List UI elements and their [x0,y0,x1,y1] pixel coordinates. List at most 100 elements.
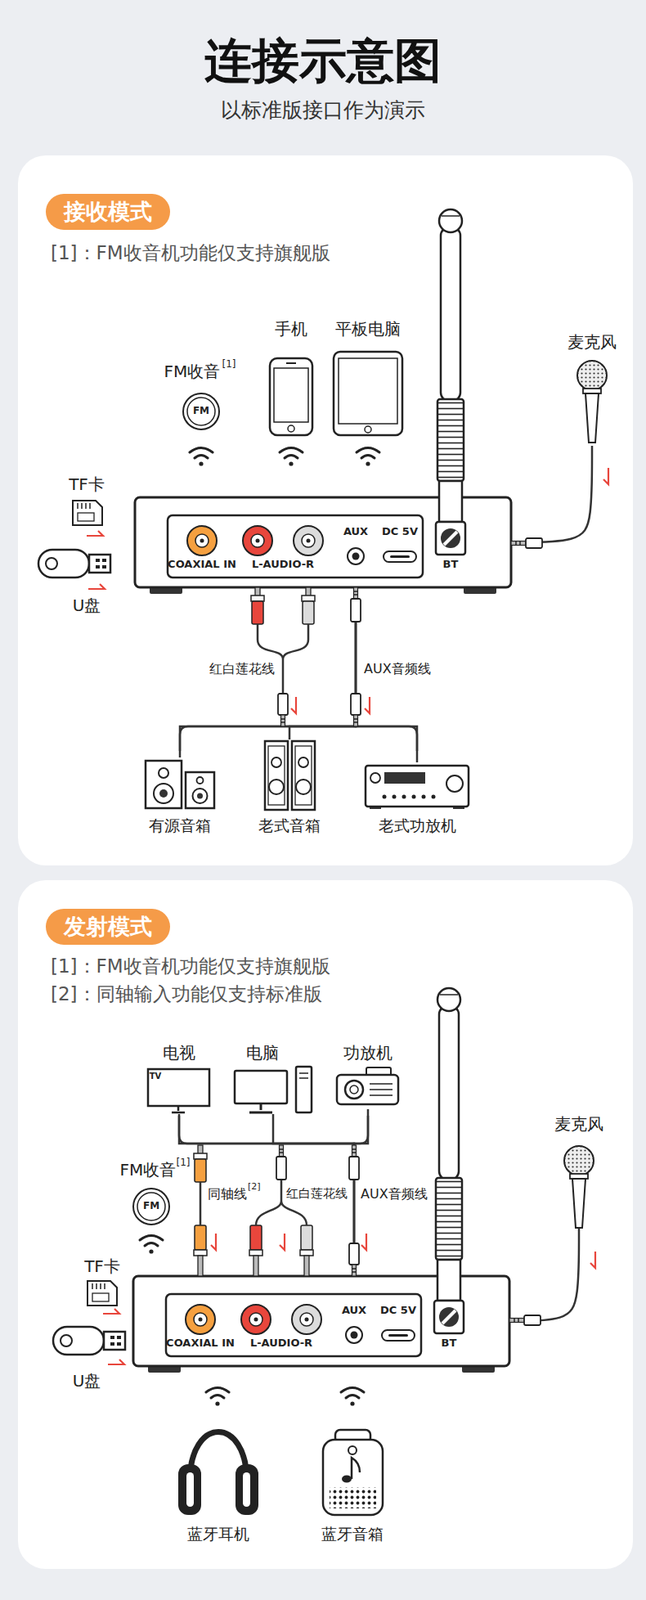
footnote: [1]：FM收音机功能仅支持旗舰版 [50,242,331,265]
tv-icon [171,1105,185,1113]
bluetooth-headphones: 蓝牙耳机 [173,1421,264,1544]
direction-arrow [291,696,297,714]
usb-drive-icon [38,549,111,578]
phone-icon [269,358,313,436]
cable-label: AUX音频线 [360,1185,428,1202]
audio-jack-plug [276,1144,287,1180]
cable-label: [2] [247,1180,261,1192]
audio-jack-plug [276,538,543,1325]
fm-radio: FM收音[1]FM [162,359,241,434]
phone-icon [273,367,309,422]
cable-wire [200,623,309,1225]
footnote: [1]：FM收音机功能仅支持旗舰版 [50,955,331,978]
port-label: BT [441,1336,458,1350]
amplifier-icon [402,794,407,799]
amplifier-icon [384,771,426,784]
amplifier-icon [382,794,387,799]
bluetooth-speaker-icon [323,1429,383,1515]
cable-bracket [179,726,418,751]
active-speaker-icon [185,771,215,808]
wireless-symbol [189,448,213,467]
projector-icon [336,1074,399,1104]
old-speaker-icon [296,779,311,795]
footnote: [2]：同轴输入功能仅支持标准版 [50,982,323,1006]
computer-icon [249,1103,273,1113]
projector-icon [369,1083,393,1095]
old-speaker-icon [271,757,282,768]
device-label: FM收音 [164,361,221,382]
device-housing [133,987,510,1373]
coaxial-plug [193,1224,207,1276]
audio-jack-plug [350,587,361,622]
amplifier: 功放机 [331,1042,405,1109]
port-label: L-AUDIO-R [250,1336,313,1350]
tf-card: TF卡 [65,474,112,529]
direction-arrow [279,1233,285,1250]
active-speaker-icon [192,788,208,804]
active-speaker-icon [197,776,204,784]
device-label: TV [149,1071,162,1082]
old-amplifier: 老式功放机 [359,762,475,836]
tv: 电视TV [143,1042,215,1114]
device-label: U盘 [72,595,102,615]
old-speaker-icon [295,745,312,805]
projector-icon [345,1080,364,1099]
fm-icon [187,397,216,426]
port-label: COAXIAL IN [167,557,237,571]
audio-jack-plug [511,538,543,548]
amplifier-icon [370,772,381,783]
computer-icon [234,1070,288,1104]
tf-card: TF卡 [80,1256,124,1309]
device-label: 麦克风 [567,331,617,352]
wireless-symbol [356,448,380,467]
microphone: 麦克风 [552,1113,606,1229]
cable-connector [509,1228,579,1321]
active-speaker-icon [145,760,215,808]
bluetooth-speaker-icon [323,1439,383,1515]
fm-radio: FM收音[1]FM [114,1159,197,1229]
subtitle: 以标准版接口作为演示 [220,98,426,123]
active-speaker-icon [145,760,182,808]
bluetooth-speaker: 蓝牙音箱 [317,1421,388,1544]
port-label: AUX [341,1303,367,1317]
tv-icon [148,1068,210,1113]
cable-label: AUX音频线 [363,660,431,677]
tablet-icon [333,351,403,436]
panel [17,155,633,866]
phone-icon [286,362,297,364]
microphone: 麦克风 [565,331,619,446]
active-speaker-icon [159,789,168,798]
port-label: DC 5V [380,1303,417,1317]
computer-icon [299,1072,309,1078]
bluetooth-speaker-icon [348,1445,357,1454]
direction-arrow [86,530,104,536]
mode-title: 接收模式 [63,196,153,228]
mode-pill: 接收模式 [45,193,171,230]
active-speaker-icon [153,783,174,804]
amplifier-icon [365,765,469,807]
wireless-symbol [279,448,303,467]
microphone-icon [564,360,607,1228]
device-box: COAXIAL INL-AUDIO-RAUXDC 5VBT [134,497,512,588]
amplifier-icon [421,794,427,799]
device-label: 平板电脑 [335,318,401,339]
wireless-symbol [340,1387,364,1406]
cable-connector [511,445,593,543]
headphone-icon [235,1463,259,1515]
tf-card-icon [72,500,103,525]
page-title: 连接示意图 [0,32,646,90]
device-label: FM收音 [120,1159,177,1180]
device-label: 老式音箱 [258,816,321,835]
wireless-symbol [206,1387,229,1406]
tablet-icon [364,426,372,433]
usb-drive-icon [38,549,126,1355]
device-label: FM [143,1199,160,1212]
tf-card-icon [72,500,117,1306]
rca-plug [249,1224,263,1276]
microphone-icon [577,360,607,443]
headphone-icon [186,1471,194,1507]
rca-plug [300,1224,314,1276]
device-box: COAXIAL INL-AUDIO-RAUXDC 5VBT [133,1275,510,1366]
